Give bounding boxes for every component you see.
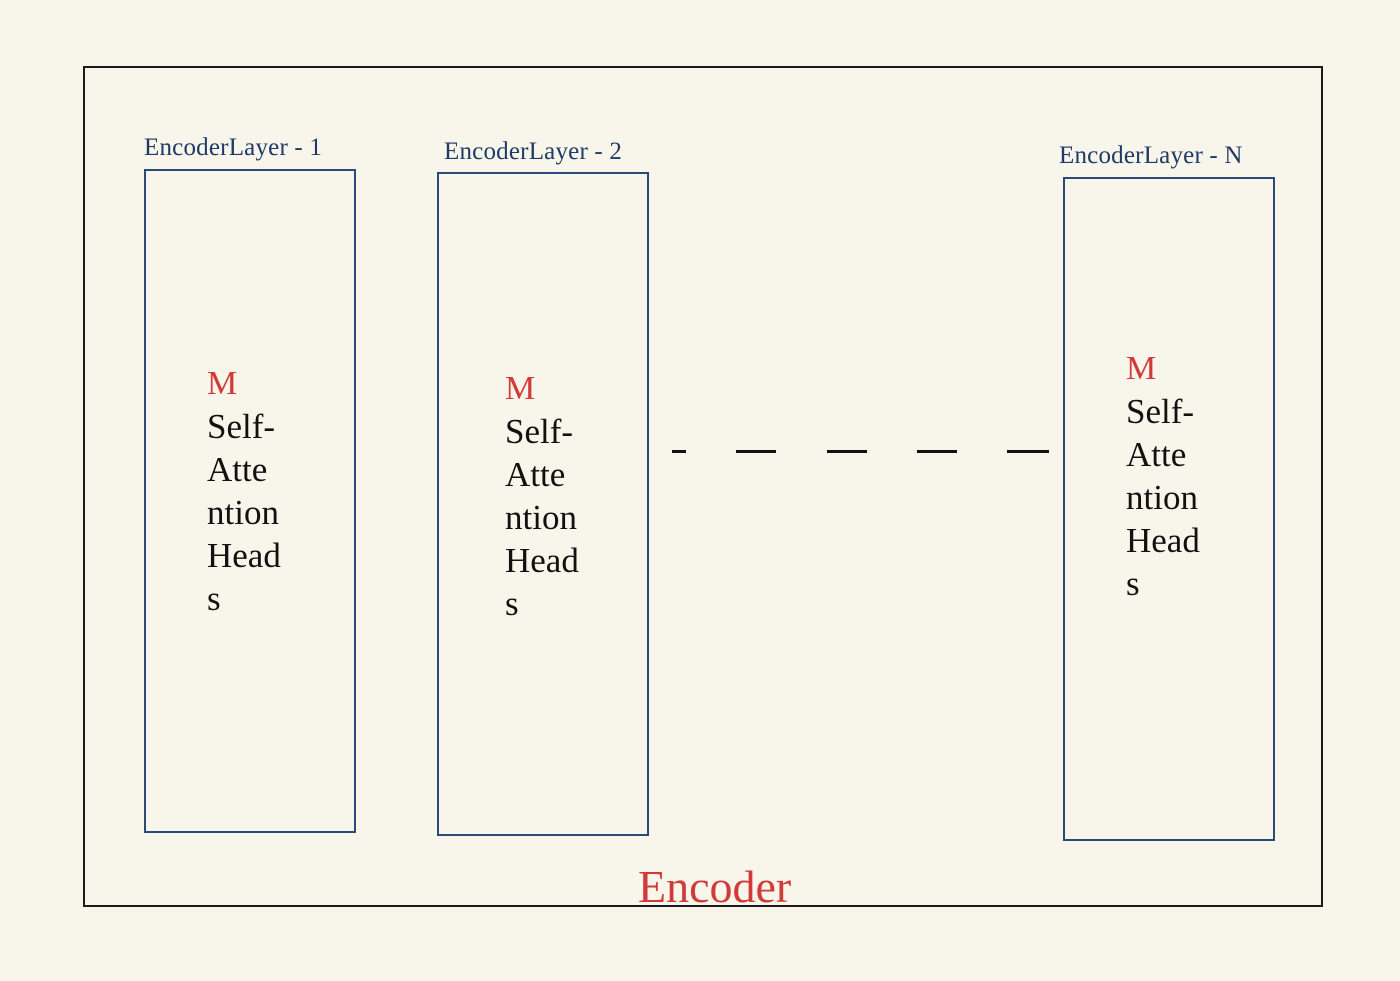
continuation-dash-2 — [736, 450, 776, 453]
encoder-layer-2-line-3: ntion — [505, 498, 577, 537]
encoder-layer-1-line-5: s — [207, 579, 221, 618]
encoder-layer-n-box — [1063, 177, 1275, 841]
encoder-layer-n-content: M Self- Atte ntion Head s — [1126, 347, 1236, 605]
encoder-layer-1-line-2: Atte — [207, 450, 268, 489]
continuation-dash-4 — [917, 450, 957, 453]
encoder-layer-n-line-4: Head — [1126, 521, 1200, 560]
encoder-layer-1-label: EncoderLayer - 1 — [144, 134, 323, 161]
encoder-layer-1-line-1: Self- — [207, 407, 276, 446]
encoder-layer-2-line-4: Head — [505, 541, 579, 580]
encoder-layer-2-line-1: Self- — [505, 412, 574, 451]
continuation-dash-3 — [827, 450, 867, 453]
encoder-layer-2-box — [437, 172, 649, 836]
encoder-container — [83, 66, 1323, 907]
encoder-layer-1-m: M — [207, 365, 238, 402]
continuation-dash-5 — [1007, 450, 1049, 453]
encoder-layer-1-line-4: Head — [207, 536, 281, 575]
encoder-layer-1-line-3: ntion — [207, 493, 279, 532]
encoder-layer-n-label: EncoderLayer - N — [1059, 142, 1243, 169]
encoder-layer-n-m: M — [1126, 350, 1157, 387]
continuation-dash-1 — [672, 450, 686, 453]
encoder-layer-2-content: M Self- Atte ntion Head s — [505, 367, 615, 625]
encoder-layer-1-box — [144, 169, 356, 833]
encoder-layer-2-line-5: s — [505, 584, 519, 623]
encoder-layer-2-line-2: Atte — [505, 455, 566, 494]
encoder-layer-n-line-5: s — [1126, 564, 1140, 603]
encoder-layer-2-label: EncoderLayer - 2 — [444, 138, 623, 165]
encoder-layer-n-line-3: ntion — [1126, 478, 1198, 517]
encoder-layer-n-line-1: Self- — [1126, 392, 1195, 431]
encoder-layer-1-content: M Self- Atte ntion Head s — [207, 362, 317, 620]
encoder-layer-n-line-2: Atte — [1126, 435, 1187, 474]
encoder-title: Encoder — [638, 861, 792, 912]
encoder-layer-2-m: M — [505, 370, 536, 407]
